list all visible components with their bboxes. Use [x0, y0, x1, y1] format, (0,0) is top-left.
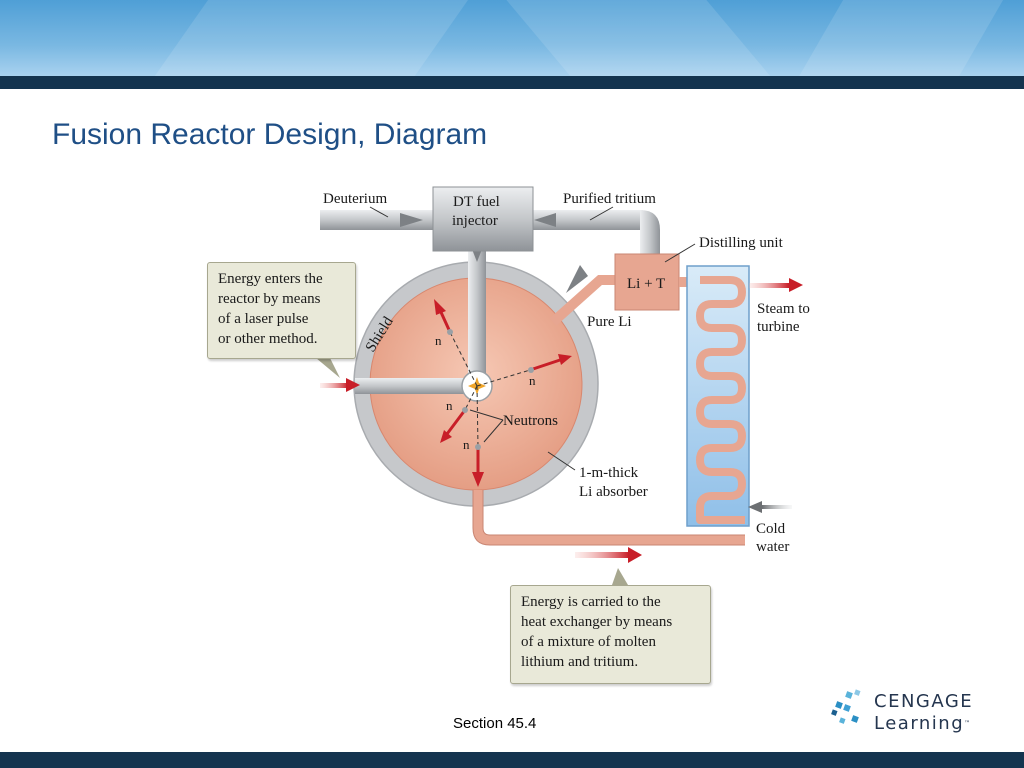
- cold-water-arrow: [748, 501, 792, 513]
- callout-line: Energy is carried to the: [521, 594, 661, 610]
- top-banner: [0, 0, 1024, 76]
- label-water: water: [756, 539, 789, 555]
- slide-title: Fusion Reactor Design, Diagram: [52, 118, 488, 151]
- laser-input-arrow: [320, 378, 360, 392]
- label-turbine: turbine: [757, 319, 800, 335]
- injector-pipe: [468, 244, 486, 375]
- pure-li-pipe: [549, 265, 616, 326]
- logo-line-learning: Learning™: [874, 713, 973, 735]
- label-steam-to: Steam to: [757, 301, 810, 317]
- laser-callout-pointer: [316, 358, 340, 378]
- label-li-absorber: Li absorber: [579, 484, 648, 500]
- callout-line: reactor by means: [218, 291, 321, 307]
- logo-line-cengage: CENGAGE: [874, 691, 974, 712]
- heat-callout-pointer: [612, 568, 628, 585]
- heat-exchanger-callout: Energy is carried to the heat exchanger …: [510, 585, 711, 684]
- label-distilling-unit: Distilling unit: [699, 235, 784, 251]
- tritium-pipe: [533, 210, 660, 256]
- neutron-dots: [447, 329, 534, 450]
- cengage-wordmark: CENGAGE Learning™: [874, 691, 973, 735]
- label-injector: injector: [452, 213, 498, 229]
- heat-exchanger: [686, 265, 750, 527]
- section-footer: Section 45.4: [453, 715, 537, 732]
- header-rule: [0, 76, 1024, 89]
- cengage-logo-icon: [831, 689, 861, 724]
- leader-lines: [369, 206, 696, 471]
- lithium-return-pipe: [473, 490, 745, 545]
- callout-line: or other method.: [218, 331, 318, 347]
- steam-arrow: [749, 278, 803, 292]
- dt-fuel-injector: [432, 186, 534, 252]
- label-n: n: [463, 437, 470, 452]
- label-deuterium: Deuterium: [323, 191, 387, 207]
- label-li-t: Li + T: [627, 276, 665, 292]
- callout-line: heat exchanger by means: [521, 614, 673, 630]
- label-purified-tritium: Purified tritium: [563, 191, 656, 207]
- label-n: n: [529, 373, 536, 388]
- laser-pipe: [355, 378, 465, 394]
- callout-line: of a mixture of molten: [521, 634, 656, 650]
- lithium-return-pipe-outline: [472, 490, 745, 546]
- callout-line: Energy enters the: [218, 271, 323, 287]
- label-neutrons: Neutrons: [503, 413, 558, 429]
- callout-line: lithium and tritium.: [521, 654, 639, 670]
- label-dt-fuel: DT fuel: [453, 194, 500, 210]
- label-n: n: [446, 398, 453, 413]
- laser-energy-callout: Energy enters the reactor by means of a …: [207, 262, 356, 359]
- label-pure-li: Pure Li: [587, 314, 632, 330]
- deuterium-pipe: [320, 210, 435, 230]
- heat-transport-arrow: [575, 547, 642, 563]
- footer-rule: [0, 752, 1024, 768]
- logo-learning-text: Learning: [874, 713, 965, 734]
- label-cold: Cold: [756, 521, 786, 537]
- callout-line: of a laser pulse: [218, 311, 309, 327]
- trademark: ™: [964, 720, 971, 727]
- neutron-paths: [449, 331, 531, 448]
- label-n: n: [435, 333, 442, 348]
- label-absorber-thickness: 1-m-thick: [579, 465, 639, 481]
- neutron-arrows: [434, 299, 572, 487]
